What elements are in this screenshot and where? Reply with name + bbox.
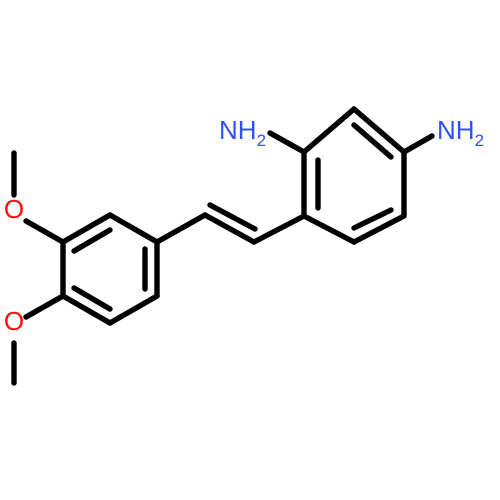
bond-double	[207, 202, 258, 232]
bond	[301, 106, 357, 155]
bond-to-oxygen-top	[23, 218, 66, 245]
ring-diamine	[301, 106, 407, 245]
bond-double	[71, 227, 113, 254]
bond-to-amine-b	[401, 133, 435, 155]
bond	[202, 212, 257, 245]
bond	[107, 212, 160, 245]
bond	[60, 293, 113, 326]
atom-label-amine-b: NH2	[437, 115, 484, 150]
ring-dimethoxy	[60, 212, 160, 326]
atom-label-oxygen-top: O	[4, 194, 24, 224]
atom-label-amine-a: NH2	[219, 115, 266, 150]
bond	[154, 212, 208, 245]
bond	[60, 212, 113, 245]
bond	[351, 213, 407, 245]
bond-double	[351, 207, 394, 231]
atom-label-oxygen-bottom: O	[4, 306, 24, 336]
bond	[351, 106, 407, 155]
bond	[107, 293, 160, 326]
vinyl-bridge	[154, 202, 307, 245]
bond-to-oxygen-bottom	[23, 293, 66, 320]
bond-double	[71, 285, 113, 312]
bond-to-amine-a	[267, 130, 307, 155]
bond-double	[351, 122, 394, 160]
bond	[301, 213, 357, 245]
bond	[251, 213, 307, 245]
